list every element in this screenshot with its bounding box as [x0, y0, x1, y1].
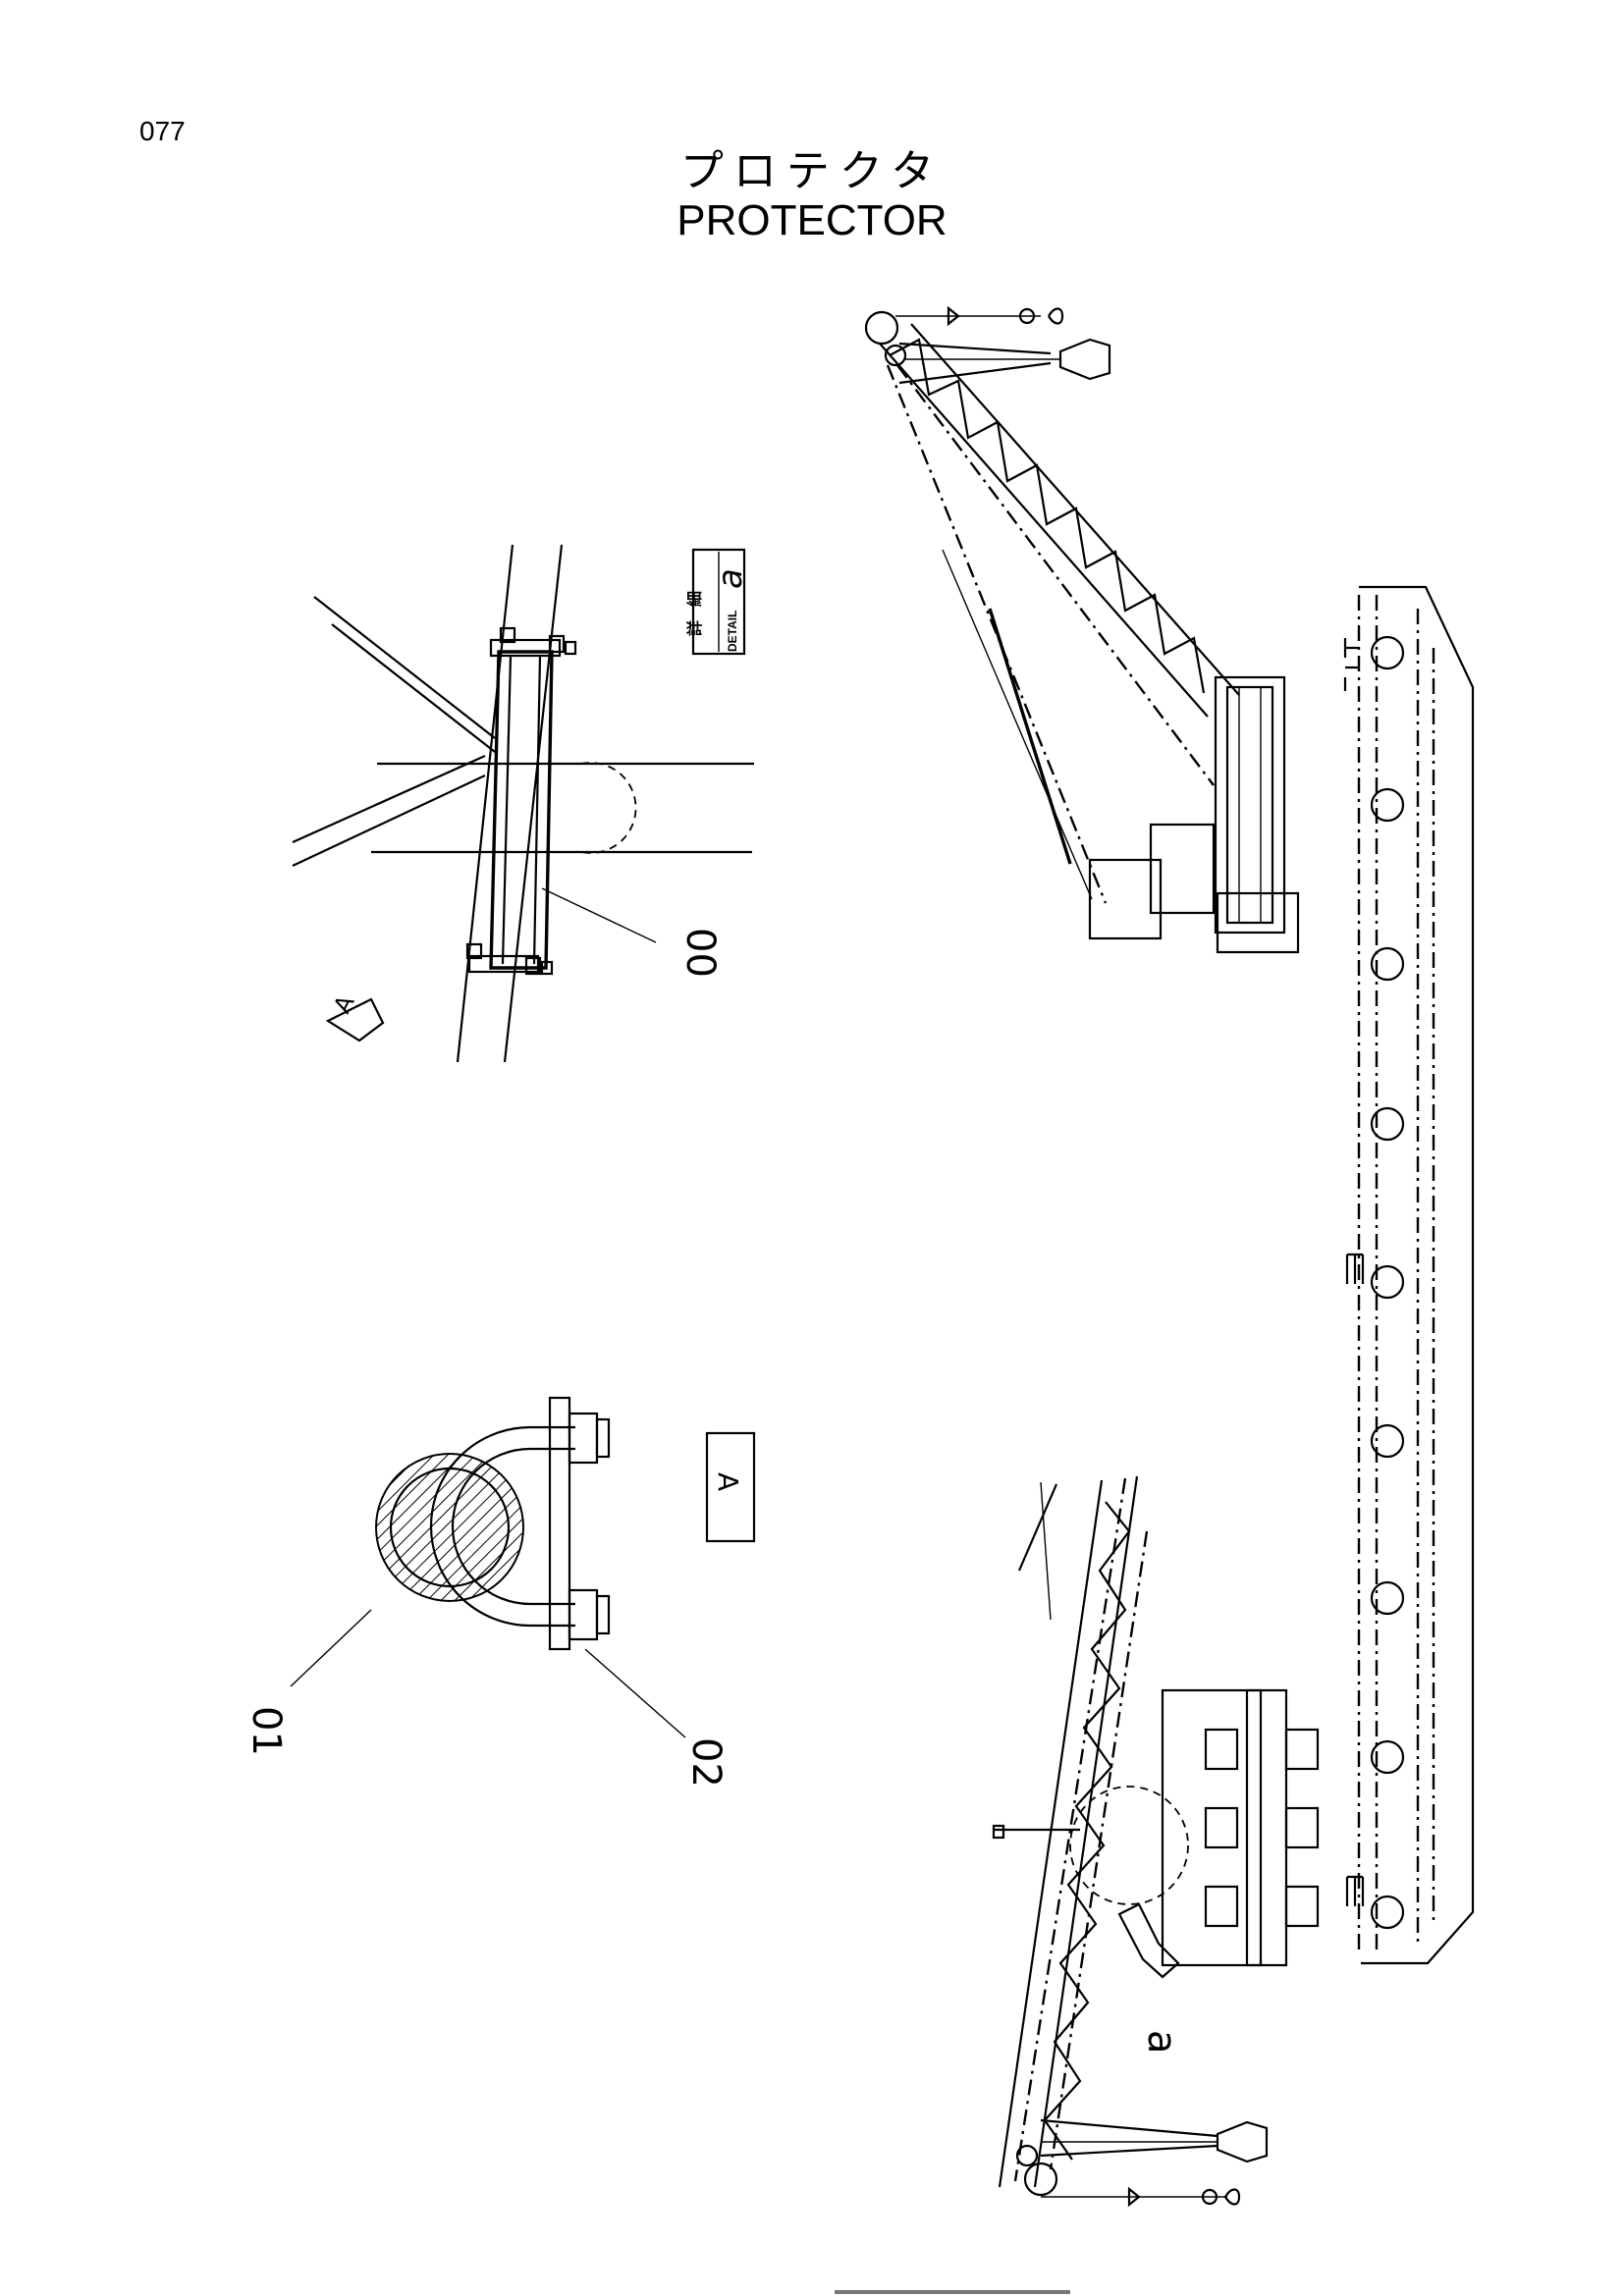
callout-01: 01	[244, 1706, 289, 1756]
detail-letter: a	[711, 568, 750, 589]
detail-kanji-2: 細	[685, 591, 704, 607]
view-box-label: A	[712, 1472, 744, 1491]
title-japanese: プロテクタ	[679, 146, 945, 196]
page-number: 077	[139, 116, 186, 146]
detail-a-view: 00	[292, 544, 754, 1063]
detail-a-label: 詳 細 DETAIL a	[685, 548, 750, 656]
crane-front: a	[992, 1475, 1320, 2208]
crane-rear	[864, 305, 1300, 954]
barge-hull	[1343, 585, 1475, 1965]
view-a-label: A	[705, 1431, 756, 1543]
view-a-ubolt: 01 02	[244, 1396, 729, 1788]
callout-00: 00	[677, 928, 723, 978]
detail-label: DETAIL	[726, 611, 739, 652]
callout-02: 02	[683, 1737, 729, 1788]
view-arrow-a: A	[325, 990, 385, 1042]
page-footer-bar	[835, 2290, 1070, 2294]
callout-a: a	[1139, 2030, 1184, 2055]
view-arrow-label: A	[328, 990, 360, 1018]
detail-kanji-1: 詳	[685, 620, 704, 636]
title-english: PROTECTOR	[677, 196, 947, 244]
